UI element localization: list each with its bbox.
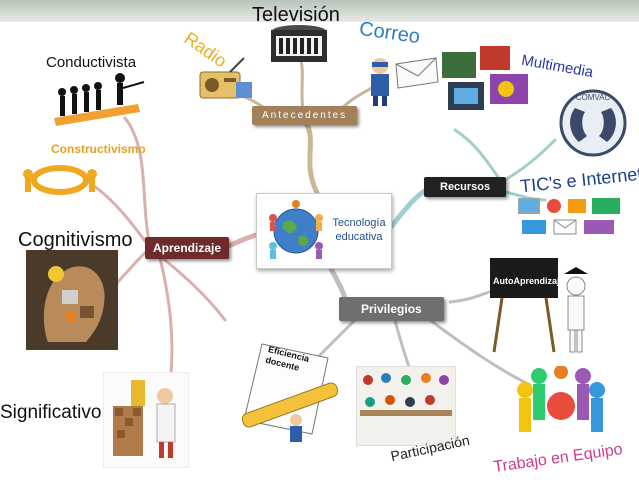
cognitivismo-head-icon xyxy=(26,250,118,350)
mail-carrier-icon xyxy=(371,57,439,106)
significativo-learning-icon xyxy=(103,372,189,468)
connector-aprendizaje xyxy=(225,232,259,249)
branch-privilegios: Privilegios xyxy=(339,297,444,321)
label-constructivismo: Constructivismo xyxy=(51,142,146,156)
comvac-logo: COMVAC xyxy=(559,89,627,157)
branch-antecedentes: Antecedentes xyxy=(252,106,358,125)
participacion-classroom-icon xyxy=(356,366,456,446)
connector-aprendizaje-extra xyxy=(158,254,227,322)
label-television: Televisión xyxy=(252,4,340,26)
top-banner xyxy=(0,0,639,22)
eficiencia-docente-icon xyxy=(241,343,339,442)
connector-antecedentes xyxy=(300,115,321,198)
connector-significativo xyxy=(158,256,174,387)
conductivista-figures-icon xyxy=(54,73,145,126)
connector-trabajo xyxy=(428,318,532,387)
autoaprendizaje-board-icon xyxy=(490,258,588,353)
connector-conductivista xyxy=(123,116,152,248)
connector-comvac xyxy=(503,138,557,182)
connector-tics xyxy=(503,190,547,202)
branch-recursos: Recursos xyxy=(424,177,507,197)
central-title: Tecnología educativa xyxy=(327,216,391,244)
tics-internet-icons xyxy=(518,198,620,235)
constructivismo-puzzle-icon xyxy=(23,165,97,195)
label-significativo: Significativo xyxy=(0,402,102,423)
central-node: Tecnología educativa xyxy=(256,193,392,269)
trabajo-equipo-icon xyxy=(517,366,605,432)
label-conductivista: Conductivista xyxy=(46,54,137,71)
central-title-line1: Tecnología xyxy=(332,217,386,229)
television-icon xyxy=(271,25,327,62)
connector-multimedia xyxy=(453,128,502,182)
multimedia-collage-icon xyxy=(442,46,528,110)
branch-aprendizaje: Aprendizaje xyxy=(145,237,230,259)
connector-cognitivismo xyxy=(113,248,150,287)
comvac-logo-text: COMVAC xyxy=(576,93,611,102)
connector-participacion xyxy=(393,318,412,372)
central-title-line2: educativa xyxy=(335,231,383,243)
connector-privilegios xyxy=(327,264,348,303)
globe-people-icon xyxy=(269,200,323,259)
radio-icon xyxy=(199,57,252,99)
label-autoaprendizaje: AutoAprendizaje xyxy=(493,276,565,286)
label-cognitivismo: Cognitivismo xyxy=(18,229,133,251)
